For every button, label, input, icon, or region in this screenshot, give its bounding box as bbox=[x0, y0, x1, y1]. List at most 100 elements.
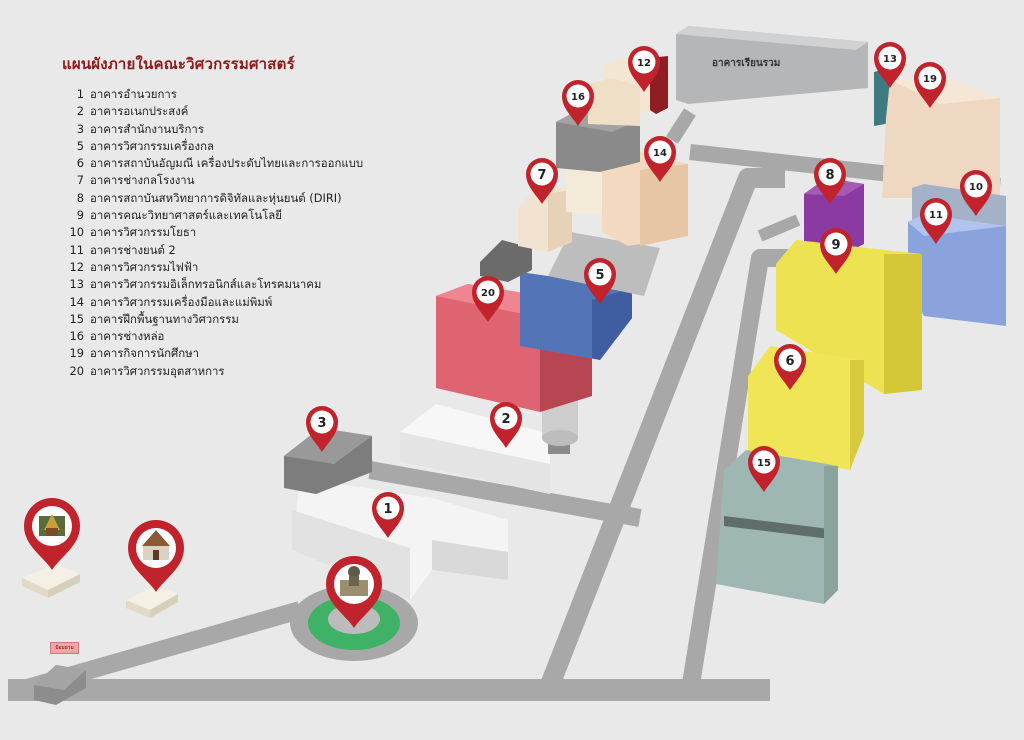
pin-14-label: 14 bbox=[653, 148, 667, 159]
shrine-2-photo-pin[interactable] bbox=[128, 520, 184, 592]
pin-20[interactable]: 20 bbox=[472, 276, 504, 322]
pin-19[interactable]: 19 bbox=[914, 62, 946, 108]
legend-item-number: 1 bbox=[76, 87, 84, 101]
legend-item-number: 2 bbox=[76, 104, 84, 119]
guard-house bbox=[34, 665, 86, 705]
legend-item-2[interactable]: 2 อาคารอเนกประสงค์ bbox=[62, 103, 422, 120]
legend-item-number: 13 bbox=[69, 277, 85, 292]
legend-item-number: 9 bbox=[76, 208, 84, 223]
legend-item-8[interactable]: 8 อาคารสถาบันสหวิทยาการดิจิทัลและหุ่นยนต์… bbox=[62, 190, 422, 207]
legend-item-number: 19 bbox=[69, 346, 85, 361]
building-14[interactable] bbox=[602, 152, 688, 246]
legend-item-name: อาคารอำนวยการ bbox=[90, 87, 177, 101]
legend-item-name: อาคารกิจการนักศึกษา bbox=[90, 346, 200, 361]
legend-item-name: อาคารอเนกประสงค์ bbox=[90, 104, 189, 119]
temple-icon bbox=[142, 530, 170, 560]
legend-item-name: อาคารฝึกพื้นฐานทางวิศวกรรม bbox=[90, 311, 239, 326]
pin-10[interactable]: 10 bbox=[960, 170, 992, 216]
pin-3[interactable]: 3 bbox=[306, 406, 338, 452]
legend-item-19[interactable]: 19 อาคารกิจการนักศึกษา bbox=[62, 345, 422, 362]
shrine-1-icon bbox=[39, 514, 65, 536]
legend-item-name: อาคารสำนักงานบริการ bbox=[90, 121, 204, 136]
pin-12-label: 12 bbox=[637, 58, 651, 69]
legend-item-name: อาคารวิศวกรรมเครื่องกล bbox=[90, 138, 214, 153]
pin-2[interactable]: 2 bbox=[490, 402, 522, 448]
legend-title: แผนผังภายในคณะวิศวกรรมศาสตร์ bbox=[62, 55, 295, 73]
legend-item-number: 8 bbox=[76, 190, 84, 205]
legend-item-name: อาคารวิศวกรรมเครื่องมือและแม่พิมพ์ bbox=[90, 294, 273, 309]
utility-building bbox=[480, 240, 532, 282]
shrine-1-photo-pin[interactable] bbox=[24, 498, 80, 570]
legend-item-name: อาคารสถาบันสหวิทยาการดิจิทัลและหุ่นยนต์ … bbox=[90, 190, 342, 205]
legend-item-number: 10 bbox=[69, 225, 85, 240]
lecture-hall[interactable]: อาคารเรียนรวม bbox=[676, 26, 868, 104]
legend-item-number: 6 bbox=[76, 156, 84, 171]
pin-3-label: 3 bbox=[317, 416, 326, 431]
pin-1[interactable]: 1 bbox=[372, 492, 404, 538]
pin-6-label: 6 bbox=[785, 354, 794, 369]
pin-9[interactable]: 9 bbox=[820, 228, 852, 274]
shrine-2-base bbox=[126, 586, 178, 618]
connector-road bbox=[757, 214, 801, 242]
legend-item-14[interactable]: 14 อาคารวิศวกรรมเครื่องมือและแม่พิมพ์ bbox=[62, 294, 422, 311]
pin-8-label: 8 bbox=[825, 168, 834, 183]
monument-photo-pin[interactable] bbox=[326, 556, 382, 628]
pin-7-label: 7 bbox=[537, 168, 546, 183]
building-6[interactable] bbox=[748, 346, 864, 470]
lecture-hall-label: อาคารเรียนรวม bbox=[712, 57, 780, 69]
building-15[interactable] bbox=[716, 450, 838, 604]
legend-item-number: 12 bbox=[69, 259, 85, 274]
pin-5[interactable]: 5 bbox=[584, 258, 616, 304]
legend-item-name: อาคารช่างกลโรงงาน bbox=[90, 173, 195, 188]
legend-item-number: 14 bbox=[69, 294, 85, 309]
legend-item-name: อาคารวิศวกรรมโยธา bbox=[90, 225, 197, 240]
pin-8[interactable]: 8 bbox=[814, 158, 846, 204]
legend-item-name: อาคารสถาบันอัญมณี เครื่องประดับไทยและการ… bbox=[90, 156, 364, 171]
legend-item-number: 11 bbox=[69, 242, 85, 257]
pin-9-label: 9 bbox=[831, 238, 840, 253]
shrine-1-base bbox=[22, 564, 80, 598]
legend-item-name: อาคารช่างหล่อ bbox=[90, 329, 165, 344]
legend-item-15[interactable]: 15 อาคารฝึกพื้นฐานทางวิศวกรรม bbox=[62, 311, 422, 328]
pin-2-label: 2 bbox=[501, 412, 510, 427]
legend-item-number: 15 bbox=[69, 311, 85, 326]
building-9[interactable] bbox=[776, 240, 922, 394]
legend-item-name: อาคารคณะวิทยาศาสตร์และเทคโนโลยี bbox=[90, 208, 282, 223]
legend-item-9[interactable]: 9 อาคารคณะวิทยาศาสตร์และเทคโนโลยี bbox=[62, 207, 422, 224]
legend-item-number: 5 bbox=[76, 138, 84, 153]
legend-list: 1 อาคารอำนวยการ 2 อาคารอเนกประสงค์ 3 อาคารสำน… bbox=[62, 86, 422, 380]
legend-item-1[interactable]: 1 อาคารอำนวยการ bbox=[62, 86, 422, 103]
legend-item-6[interactable]: 6 อาคารสถาบันอัญมณี เครื่องประดับไทยและกา… bbox=[62, 155, 422, 172]
legend-item-name: อาคารวิศวกรรมอุตสาหการ bbox=[90, 363, 225, 378]
pin-15[interactable]: 15 bbox=[748, 446, 780, 492]
building-11[interactable] bbox=[908, 214, 1006, 326]
legend-item-5[interactable]: 5 อาคารวิศวกรรมเครื่องกล bbox=[62, 138, 422, 155]
pin-16[interactable]: 16 bbox=[562, 80, 594, 126]
legend-item-7[interactable]: 7 อาคารช่างกลโรงงาน bbox=[62, 172, 422, 189]
pin-6[interactable]: 6 bbox=[774, 344, 806, 390]
pin-14[interactable]: 14 bbox=[644, 136, 676, 182]
pin-13[interactable]: 13 bbox=[874, 42, 906, 88]
pin-10-label: 10 bbox=[969, 182, 983, 193]
pin-7[interactable]: 7 bbox=[526, 158, 558, 204]
legend-item-name: อาคารช่างยนต์ 2 bbox=[90, 242, 176, 257]
pin-16-label: 16 bbox=[571, 92, 585, 103]
legend-item-11[interactable]: 11 อาคารช่างยนต์ 2 bbox=[62, 242, 422, 259]
pin-19-label: 19 bbox=[923, 74, 937, 85]
legend-item-number: 7 bbox=[76, 173, 84, 188]
monument-icon bbox=[340, 566, 368, 596]
building-3[interactable] bbox=[284, 428, 372, 494]
pin-11[interactable]: 11 bbox=[920, 198, 952, 244]
pin-12[interactable]: 12 bbox=[628, 46, 660, 92]
legend-item-number: 3 bbox=[76, 121, 84, 136]
pin-11-label: 11 bbox=[929, 210, 943, 221]
pin-5-label: 5 bbox=[595, 268, 604, 283]
guard-house-label: ป้อมยาม bbox=[50, 642, 79, 654]
legend-item-3[interactable]: 3 อาคารสำนักงานบริการ bbox=[62, 121, 422, 138]
legend-item-10[interactable]: 10 อาคารวิศวกรรมโยธา bbox=[62, 224, 422, 241]
